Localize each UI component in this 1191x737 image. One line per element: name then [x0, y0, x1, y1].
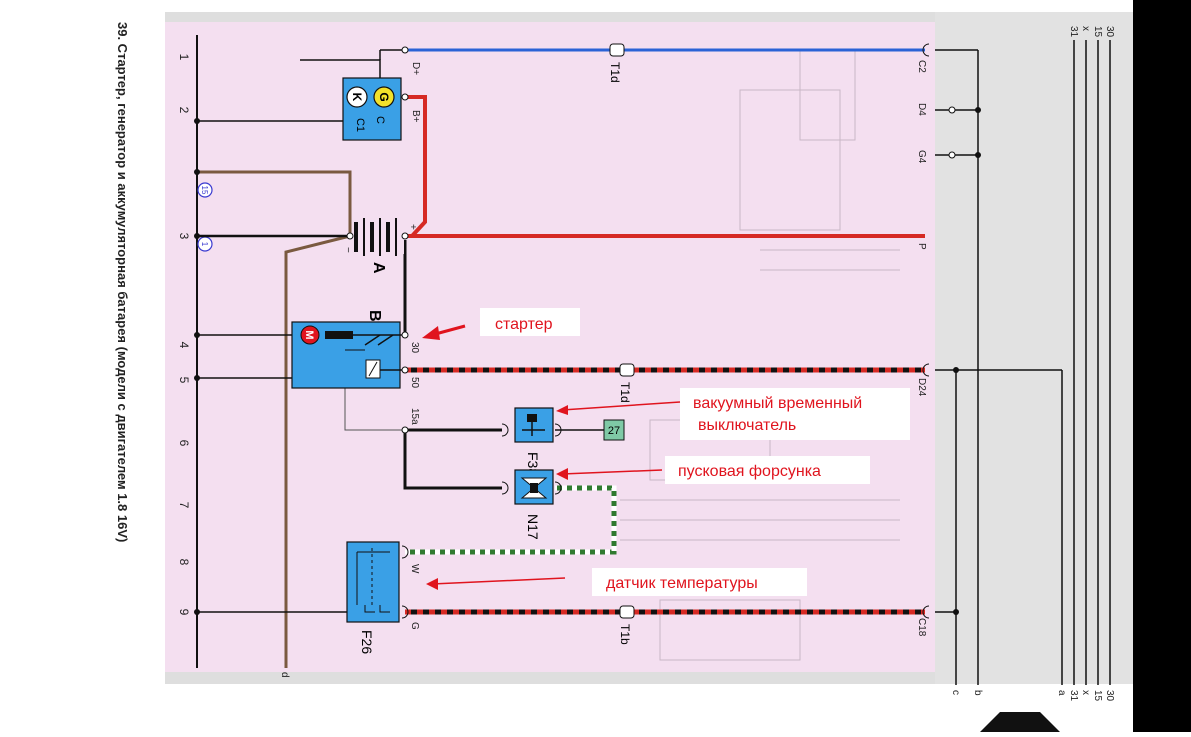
motor-label: M — [303, 330, 315, 339]
starter-label: B — [366, 310, 383, 322]
battery-label: A — [370, 262, 387, 274]
annotation-bg-injector — [665, 456, 870, 484]
generator-c-label: C — [374, 116, 386, 124]
bus-label-bottom: x — [1080, 690, 1091, 695]
row-number: 9 — [177, 609, 191, 616]
bus-label-bottom: a — [1056, 690, 1067, 696]
arrow-injector — [561, 469, 663, 475]
generator-g-label: G — [377, 92, 391, 101]
brown-wire-down — [284, 234, 351, 668]
arrow-temp — [431, 577, 566, 585]
starter: M B — [291, 310, 405, 389]
annotation-vacuum-line1: вакуумный временный — [693, 395, 862, 412]
connector-c2: C2 — [916, 60, 927, 73]
inline-connectors: T1d T1d T1b — [608, 43, 635, 645]
brown-wire-top — [197, 170, 352, 236]
connector-g4: G4 — [916, 150, 927, 164]
n17-label: N17 — [525, 514, 541, 540]
annotation-starter: стартер — [495, 316, 553, 333]
connector-t1b: T1b — [618, 624, 632, 645]
starter-15a-wire — [344, 370, 405, 431]
bus-label-bottom: 15 — [1092, 690, 1103, 702]
row-number: 8 — [177, 559, 191, 566]
relay-27-box — [603, 419, 625, 441]
terminal-dplus: D+ — [410, 62, 421, 75]
diagram-background — [165, 12, 935, 684]
row-numbers: 1 2 3 4 5 6 7 8 9 — [177, 54, 191, 616]
start-injector: N17 — [514, 469, 554, 540]
bus-label-bottom: 31 — [1068, 690, 1079, 702]
annotation-bg-vacuum — [680, 388, 910, 440]
row-number: 6 — [177, 440, 191, 447]
bus-panel — [935, 12, 1133, 684]
bus-label-top: 30 — [1104, 26, 1115, 38]
connector-t1d-mid: T1d — [618, 382, 632, 403]
green-wire-stripes — [405, 485, 617, 555]
connector-d4: D4 — [916, 103, 927, 116]
right-black-edge — [1133, 0, 1191, 732]
bus-label-bottom: c — [950, 690, 961, 695]
background-faint-lines — [620, 49, 900, 661]
annotations: стартер вакуумный временный выключатель … — [422, 308, 910, 596]
f26-label: F26 — [359, 630, 375, 654]
annotation-vacuum-line2: выключатель — [698, 417, 796, 434]
generator-k-label: K — [350, 93, 364, 102]
row-number: 3 — [177, 233, 191, 240]
generator: K G C C1 — [342, 77, 402, 141]
connector-p: P — [916, 243, 927, 250]
relay-27-label: 27 — [608, 425, 620, 437]
connector-c18: C18 — [916, 618, 927, 637]
bottom-arrow-shape — [980, 712, 1060, 732]
bus-label-top: 31 — [1068, 26, 1079, 38]
battery-minus: − — [342, 247, 353, 253]
battery: A + − — [342, 218, 418, 274]
connector-t1d-top: T1d — [608, 62, 622, 83]
annotation-bg-starter — [480, 308, 580, 336]
row-number: 4 — [177, 342, 191, 349]
circled-mark: 1 — [200, 242, 209, 247]
bus-label-bottom: b — [972, 690, 983, 696]
connector-d24: D24 — [916, 378, 927, 397]
terminal-w: W — [409, 564, 420, 574]
terminal-15a: 15a — [409, 408, 420, 425]
terminal-d: d — [279, 672, 290, 678]
battery-plus: + — [407, 224, 418, 230]
annotation-injector: пусковая форсунка — [678, 463, 821, 480]
terminal-50: 50 — [409, 377, 420, 389]
row-number: 1 — [177, 54, 191, 61]
bus-label-bottom: 30 — [1104, 690, 1115, 702]
f38-box — [514, 407, 554, 443]
bus-label-top: 15 — [1092, 26, 1103, 38]
junction-dots — [194, 118, 200, 615]
right-buses — [1073, 40, 1111, 685]
annotation-bg-temp — [592, 568, 807, 596]
row-number: 5 — [177, 377, 191, 384]
row-number: 7 — [177, 502, 191, 509]
terminal-g: G — [409, 622, 420, 630]
n17-feed-wire — [403, 430, 502, 490]
arrow-vacuum — [561, 401, 681, 411]
terminal-bplus: B+ — [410, 110, 421, 123]
bus-label-top: x — [1080, 26, 1091, 31]
f26-box — [346, 541, 400, 623]
circled-mark: 15 — [200, 186, 209, 195]
circled-marks: 15 1 — [197, 182, 213, 252]
red-wire-bplus — [405, 95, 427, 238]
top-gray-strip — [165, 12, 935, 22]
page-title: 39. Стартер, генератор и аккумуляторная … — [115, 22, 130, 542]
terminal-30: 30 — [409, 342, 420, 354]
right-connector-labels: C2 D4 G4 P D24 C18 — [916, 43, 930, 637]
row-number: 2 — [177, 107, 191, 114]
generator-c1-label: C1 — [354, 118, 366, 132]
temperature-sensor: F26 — [346, 541, 400, 654]
annotation-temp: датчик температуры — [606, 575, 758, 592]
bottom-gray-strip — [165, 672, 935, 684]
generator-box — [342, 77, 402, 141]
